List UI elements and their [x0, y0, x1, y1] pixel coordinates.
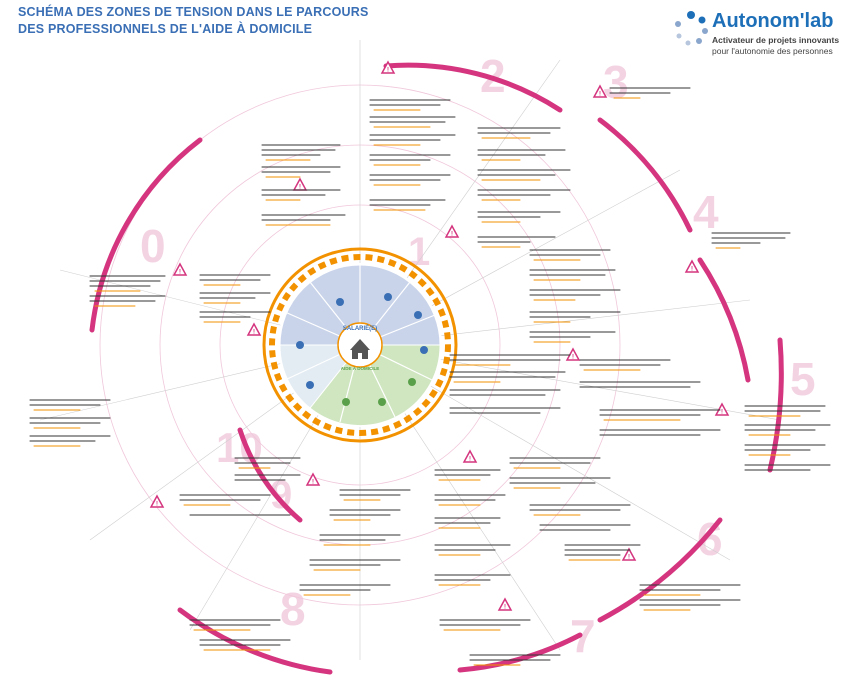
text-cluster-phase-0	[89, 275, 166, 302]
logo-tagline-2: pour l'autonomie des personnes	[712, 46, 833, 56]
warning-triangle-icon: !	[149, 494, 165, 508]
warning-triangle-icon: !	[444, 224, 460, 238]
autonomlab-logo: Autonom'lab Activateur de projets innova…	[672, 6, 850, 68]
phase-number-1: 1	[408, 230, 430, 274]
warning-triangle-icon: !	[592, 84, 608, 98]
phase-number-3: 3	[603, 56, 629, 108]
phase-number-5: 5	[790, 353, 816, 405]
central-dashed-ring	[269, 254, 451, 436]
grey-zone	[279, 344, 362, 409]
svg-text:!: !	[721, 410, 723, 416]
center-label-top: SALARIÉ(E)	[343, 324, 377, 332]
arc-phase-7	[457, 632, 583, 673]
node-4	[420, 346, 428, 354]
arc-phase-2	[383, 62, 563, 113]
arc-phase-4	[697, 257, 751, 383]
svg-text:!: !	[691, 267, 693, 273]
svg-text:!: !	[504, 605, 506, 611]
svg-text:!: !	[469, 457, 471, 463]
svg-text:!: !	[572, 355, 574, 361]
center-label-bottom: AIDE À DOMICILE	[341, 365, 380, 371]
green-zone	[309, 344, 441, 426]
phase-numbers: 0 1 2 3 4 5 6 7 8 9 10	[140, 50, 816, 662]
text-cluster-phase-8	[189, 489, 411, 646]
arc-phase-3	[597, 117, 693, 233]
warning-triangle-icon: !	[621, 547, 637, 561]
warning-triangle-icon: !	[292, 177, 308, 191]
svg-text:!: !	[179, 270, 181, 276]
warning-triangle-icon: !	[684, 259, 700, 273]
text-cluster-phase-2	[369, 99, 456, 206]
node-0	[296, 341, 304, 349]
phase-number-8: 8	[280, 583, 306, 635]
title-line-1: SCHÉMA DES ZONES DE TENSION DANS LE PARC…	[18, 5, 369, 19]
node-8	[306, 381, 314, 389]
text-cluster-phase-6	[509, 457, 741, 606]
node-5	[408, 378, 416, 386]
phase-number-0: 0	[140, 220, 166, 272]
logo-tagline-1: Activateur de projets innovants	[712, 35, 840, 45]
arc-phase-8	[177, 607, 333, 675]
phase-number-4: 4	[693, 186, 719, 238]
warning-triangle-icon: !	[246, 322, 262, 336]
arc-phase-9	[237, 427, 303, 523]
logo-dots-icon	[675, 11, 708, 46]
warning-icons: ! ! ! ! ! ! ! ! ! ! ! ! ! !	[149, 60, 730, 611]
svg-text:!: !	[387, 68, 389, 74]
svg-text:!: !	[253, 330, 255, 336]
node-3	[414, 311, 422, 319]
svg-text:!: !	[599, 92, 601, 98]
page-title: SCHÉMA DES ZONES DE TENSION DANS LE PARC…	[18, 4, 369, 38]
text-cluster-phase-9-10	[29, 274, 301, 516]
central-orange-ring	[262, 247, 458, 443]
text-cluster-phase-5	[449, 354, 831, 471]
node-7	[342, 398, 350, 406]
text-cluster-phase-3	[477, 127, 571, 243]
arc-phase-6	[597, 517, 723, 623]
node-6	[378, 398, 386, 406]
svg-text:!: !	[299, 185, 301, 191]
node-2	[384, 293, 392, 301]
text-cluster-phase-7	[434, 469, 561, 661]
svg-text:!: !	[628, 555, 630, 561]
warning-triangle-icon: !	[380, 60, 396, 74]
text-cluster-phase-4	[529, 249, 621, 338]
house-people-icon	[350, 339, 370, 359]
node-1	[336, 298, 344, 306]
inner-phase-nodes	[296, 293, 428, 406]
warning-triangle-icon: !	[172, 262, 188, 276]
warning-triangle-icon: !	[462, 449, 478, 463]
text-clusters	[29, 87, 831, 666]
svg-text:!: !	[156, 502, 158, 508]
svg-text:!: !	[451, 232, 453, 238]
svg-text:!: !	[312, 480, 314, 486]
arc-phase-5	[767, 337, 784, 473]
logo-brand: Autonom'lab	[712, 10, 834, 32]
warning-triangle-icon: !	[305, 472, 321, 486]
title-line-2: DES PROFESSIONNELS DE L'AIDE À DOMICILE	[18, 22, 313, 36]
text-cluster-phase-1	[261, 144, 346, 221]
warning-triangle-icon: !	[497, 597, 513, 611]
arc-phase-0	[89, 137, 203, 333]
